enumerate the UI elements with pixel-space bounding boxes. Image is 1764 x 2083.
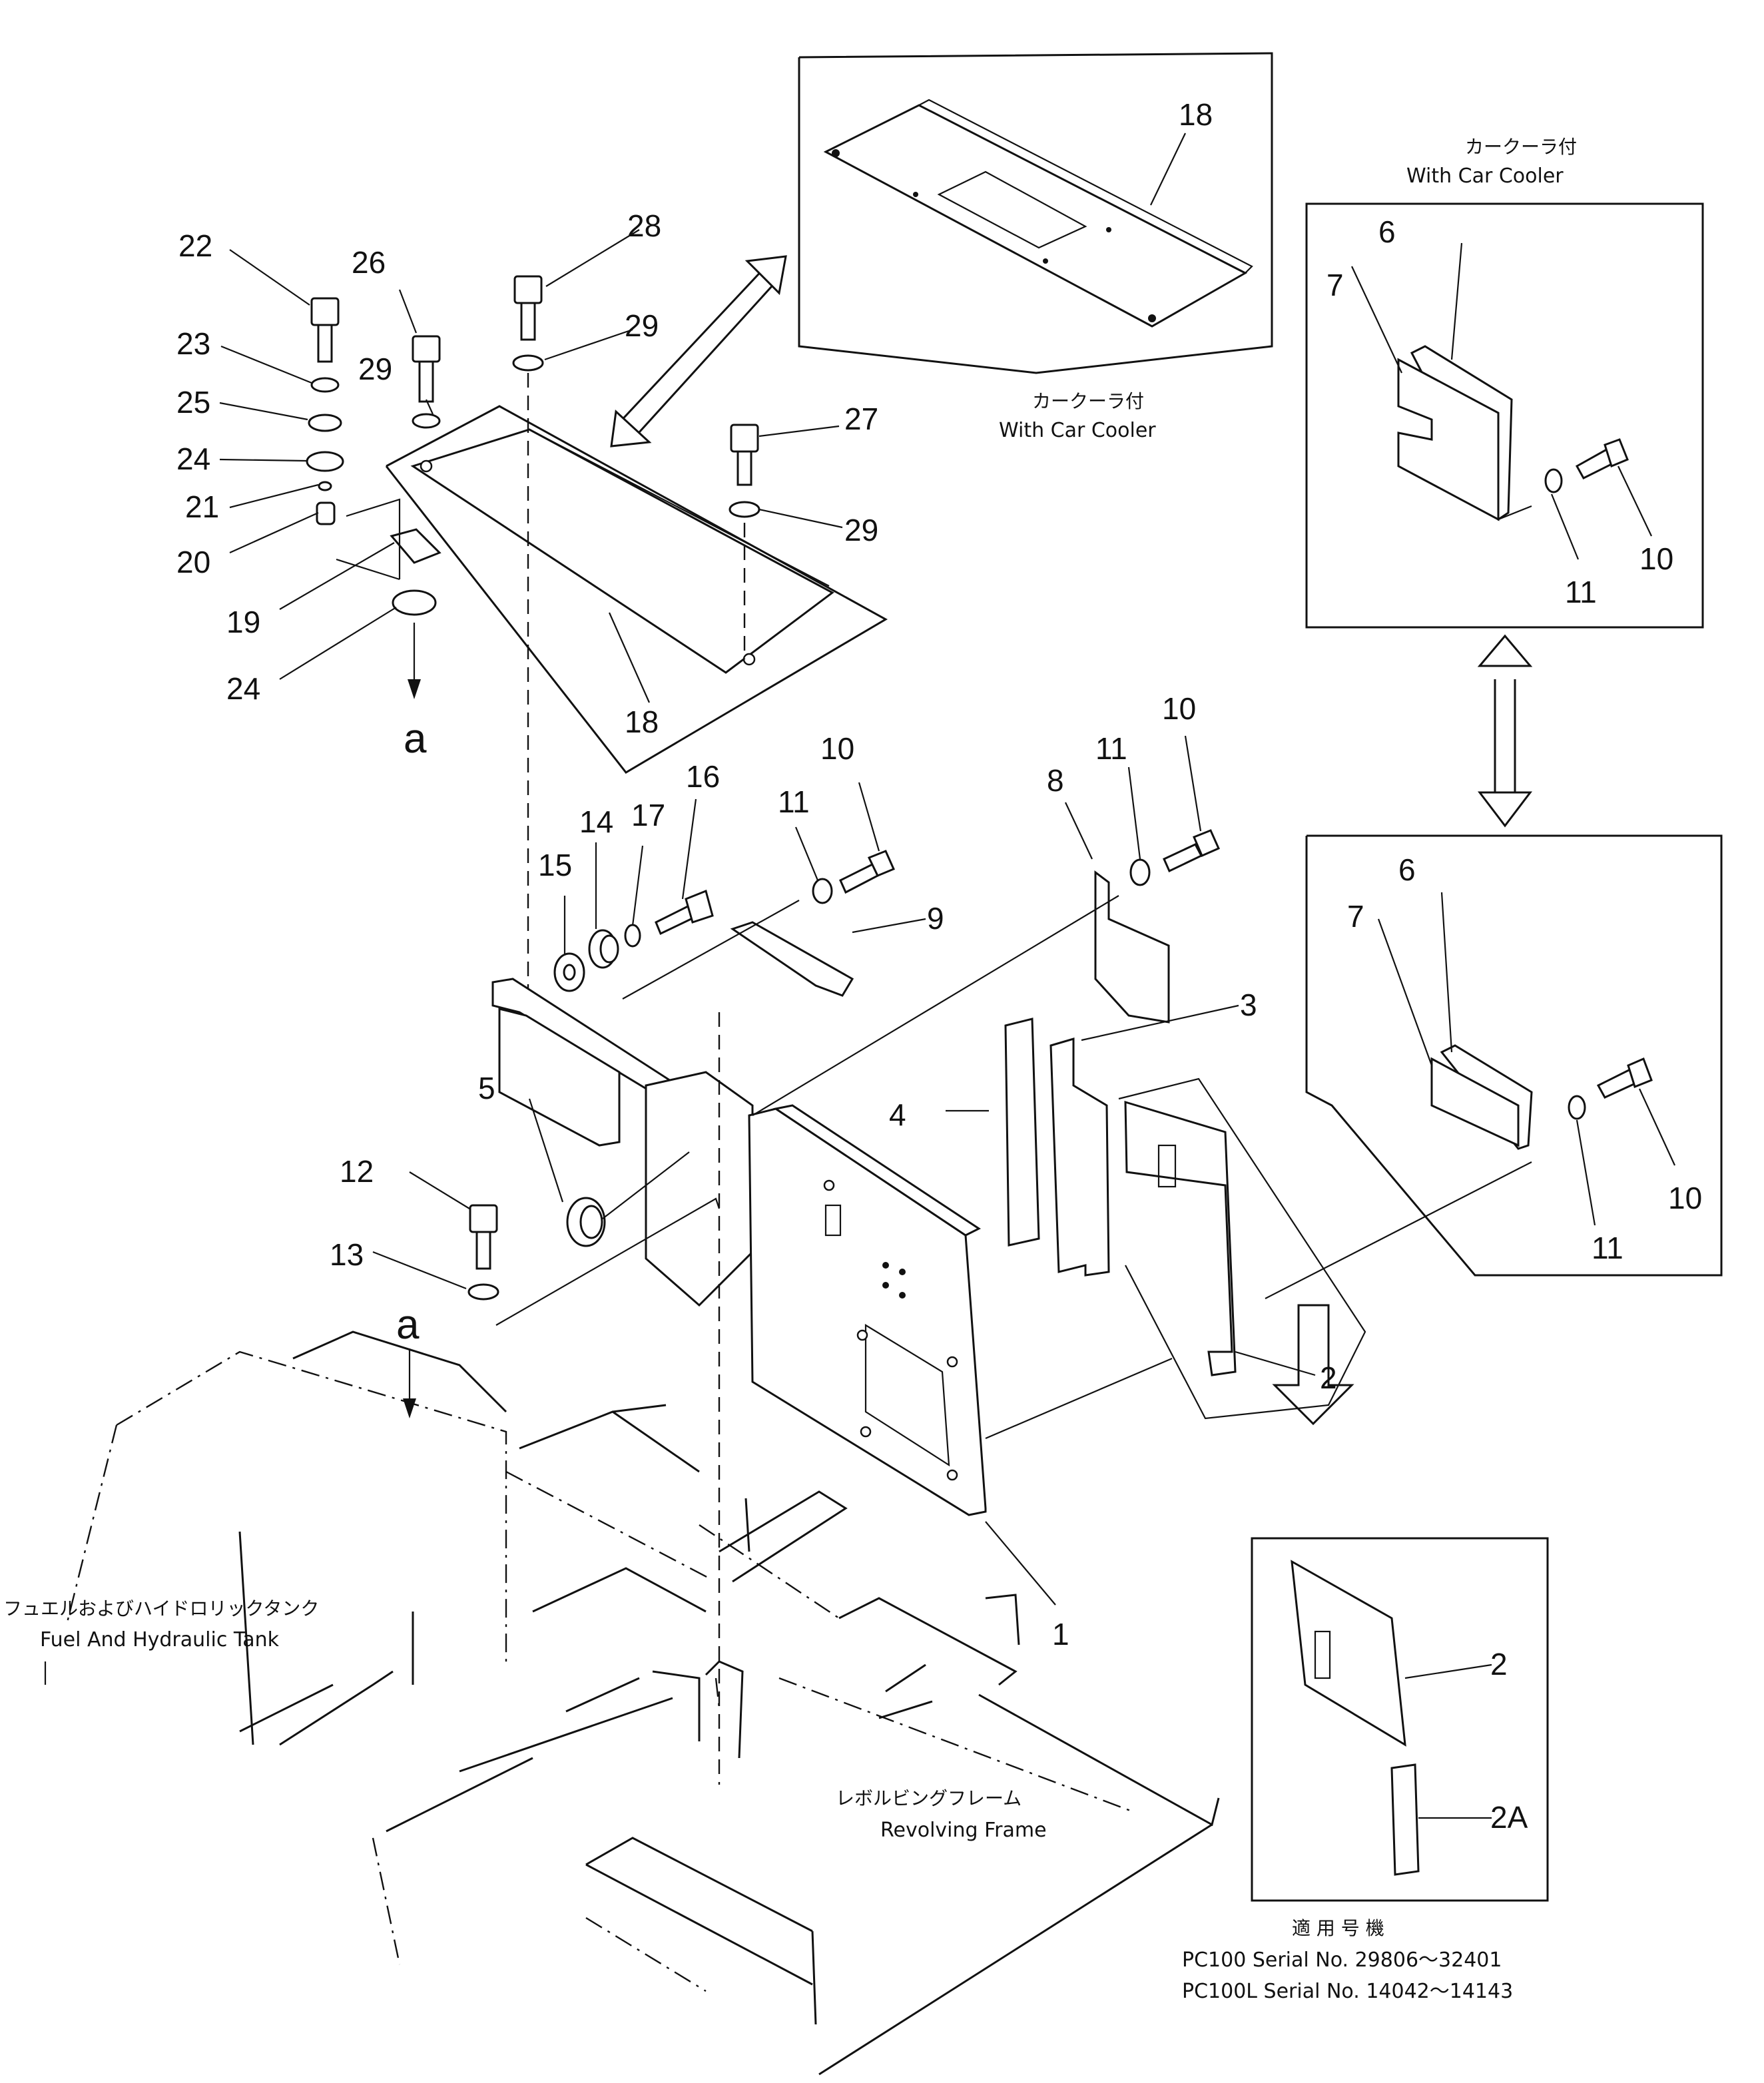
- applicable-label: 適 用 号 機: [1292, 1917, 1384, 1939]
- inset-car-cooler-cover: 18 カークーラ付 With Car Cooler: [798, 52, 1273, 442]
- car-cooler-label-en-right: With Car Cooler: [1406, 164, 1564, 188]
- callout-10-top: 10: [1639, 541, 1673, 576]
- inset-right-top: カークーラ付 With Car Cooler 6 7 11 10: [1305, 136, 1704, 629]
- callout-15: 15: [538, 848, 572, 882]
- callout-18-main: 18: [625, 705, 659, 739]
- car-cooler-label-jp-right: カークーラ付: [1465, 136, 1577, 158]
- marker-a-bottom: a: [396, 1302, 420, 1348]
- callout-11-top: 11: [1565, 575, 1597, 609]
- fuel-tank-and-frame: a フュエルおよびハイドロリックタンク: [3, 1012, 1220, 2076]
- callout-22: 22: [178, 228, 212, 263]
- callout-29-c: 29: [844, 513, 878, 547]
- callout-8: 8: [1047, 763, 1064, 798]
- callout-12: 12: [340, 1154, 374, 1189]
- callout-2-inset: 2: [1490, 1647, 1508, 1681]
- callout-18-inset: 18: [1179, 97, 1213, 132]
- callout-7-top: 7: [1326, 268, 1344, 302]
- car-cooler-label-jp: カークーラ付: [1032, 390, 1144, 412]
- callout-11-mid-left: 11: [778, 784, 810, 819]
- callout-23: 23: [176, 326, 210, 361]
- grommet-and-bolt: 5 12 13: [330, 1071, 721, 1326]
- fuel-tank-label-jp: フュエルおよびハイドロリックタンク: [3, 1598, 319, 1620]
- callout-26: 26: [352, 245, 386, 280]
- callout-25: 25: [176, 385, 210, 420]
- callout-29-a: 29: [358, 352, 392, 386]
- frame-label-en: Revolving Frame: [880, 1819, 1047, 1842]
- cover-plate-18: 28 29 27 29 18: [385, 208, 888, 999]
- callout-11-right: 11: [1095, 731, 1127, 766]
- callout-9: 9: [927, 901, 944, 936]
- callout-20: 20: [176, 545, 210, 579]
- callout-10-right: 10: [1162, 691, 1196, 726]
- inset-right-middle: 6 7 11 10: [1305, 834, 1723, 1277]
- panels-right: 8 11 10 3 4 2: [889, 691, 1532, 1420]
- callout-19: 19: [226, 605, 260, 639]
- callout-16: 16: [686, 759, 720, 794]
- callout-29-b: 29: [625, 308, 659, 343]
- callout-2a-inset: 2A: [1490, 1800, 1528, 1835]
- serial-pc100l: PC100L Serial No. 14042～14143: [1182, 1980, 1513, 2003]
- callouts-upper-left: 22 23 25 24 21 20 19 24 26 29 a: [176, 228, 427, 762]
- main-panel-1: 1: [491, 895, 1173, 1651]
- callout-7-mid: 7: [1347, 899, 1364, 934]
- fuel-tank-label-en: Fuel And Hydraulic Tank: [40, 1628, 280, 1651]
- callout-6-top: 6: [1378, 214, 1396, 249]
- callout-11-mid: 11: [1592, 1231, 1623, 1265]
- double-arrow-right: [1477, 634, 1533, 828]
- callout-3: 3: [1240, 988, 1257, 1022]
- callout-4: 4: [889, 1097, 906, 1132]
- frame-label-jp: レボルビングフレーム: [836, 1787, 1022, 1809]
- callout-6-mid: 6: [1398, 852, 1416, 887]
- inset-right-bottom: 2 2A 適 用 号 機 PC100 Serial No. 29806～3240…: [1182, 1304, 1549, 2003]
- fastener-stack-left: [219, 249, 441, 699]
- callout-10-mid-left: 10: [820, 731, 854, 766]
- callout-13: 13: [330, 1237, 364, 1272]
- callout-28: 28: [627, 208, 661, 243]
- callout-14: 14: [579, 804, 613, 839]
- callout-17: 17: [631, 798, 665, 832]
- marker-a-top: a: [404, 716, 427, 762]
- callout-1: 1: [1052, 1617, 1069, 1651]
- double-arrow-top: [610, 255, 787, 447]
- callout-10-mid: 10: [1668, 1181, 1702, 1215]
- serial-pc100: PC100 Serial No. 29806～32401: [1182, 1948, 1502, 1972]
- callout-5: 5: [478, 1071, 495, 1105]
- callout-24: 24: [176, 442, 210, 476]
- callout-21: 21: [185, 489, 219, 524]
- callout-2: 2: [1320, 1360, 1337, 1395]
- fasteners-middle: 15 14 17 16 11 10 9: [538, 731, 944, 1000]
- callout-27: 27: [844, 402, 878, 436]
- callout-24-lower: 24: [226, 671, 260, 706]
- car-cooler-label-en: With Car Cooler: [999, 419, 1156, 442]
